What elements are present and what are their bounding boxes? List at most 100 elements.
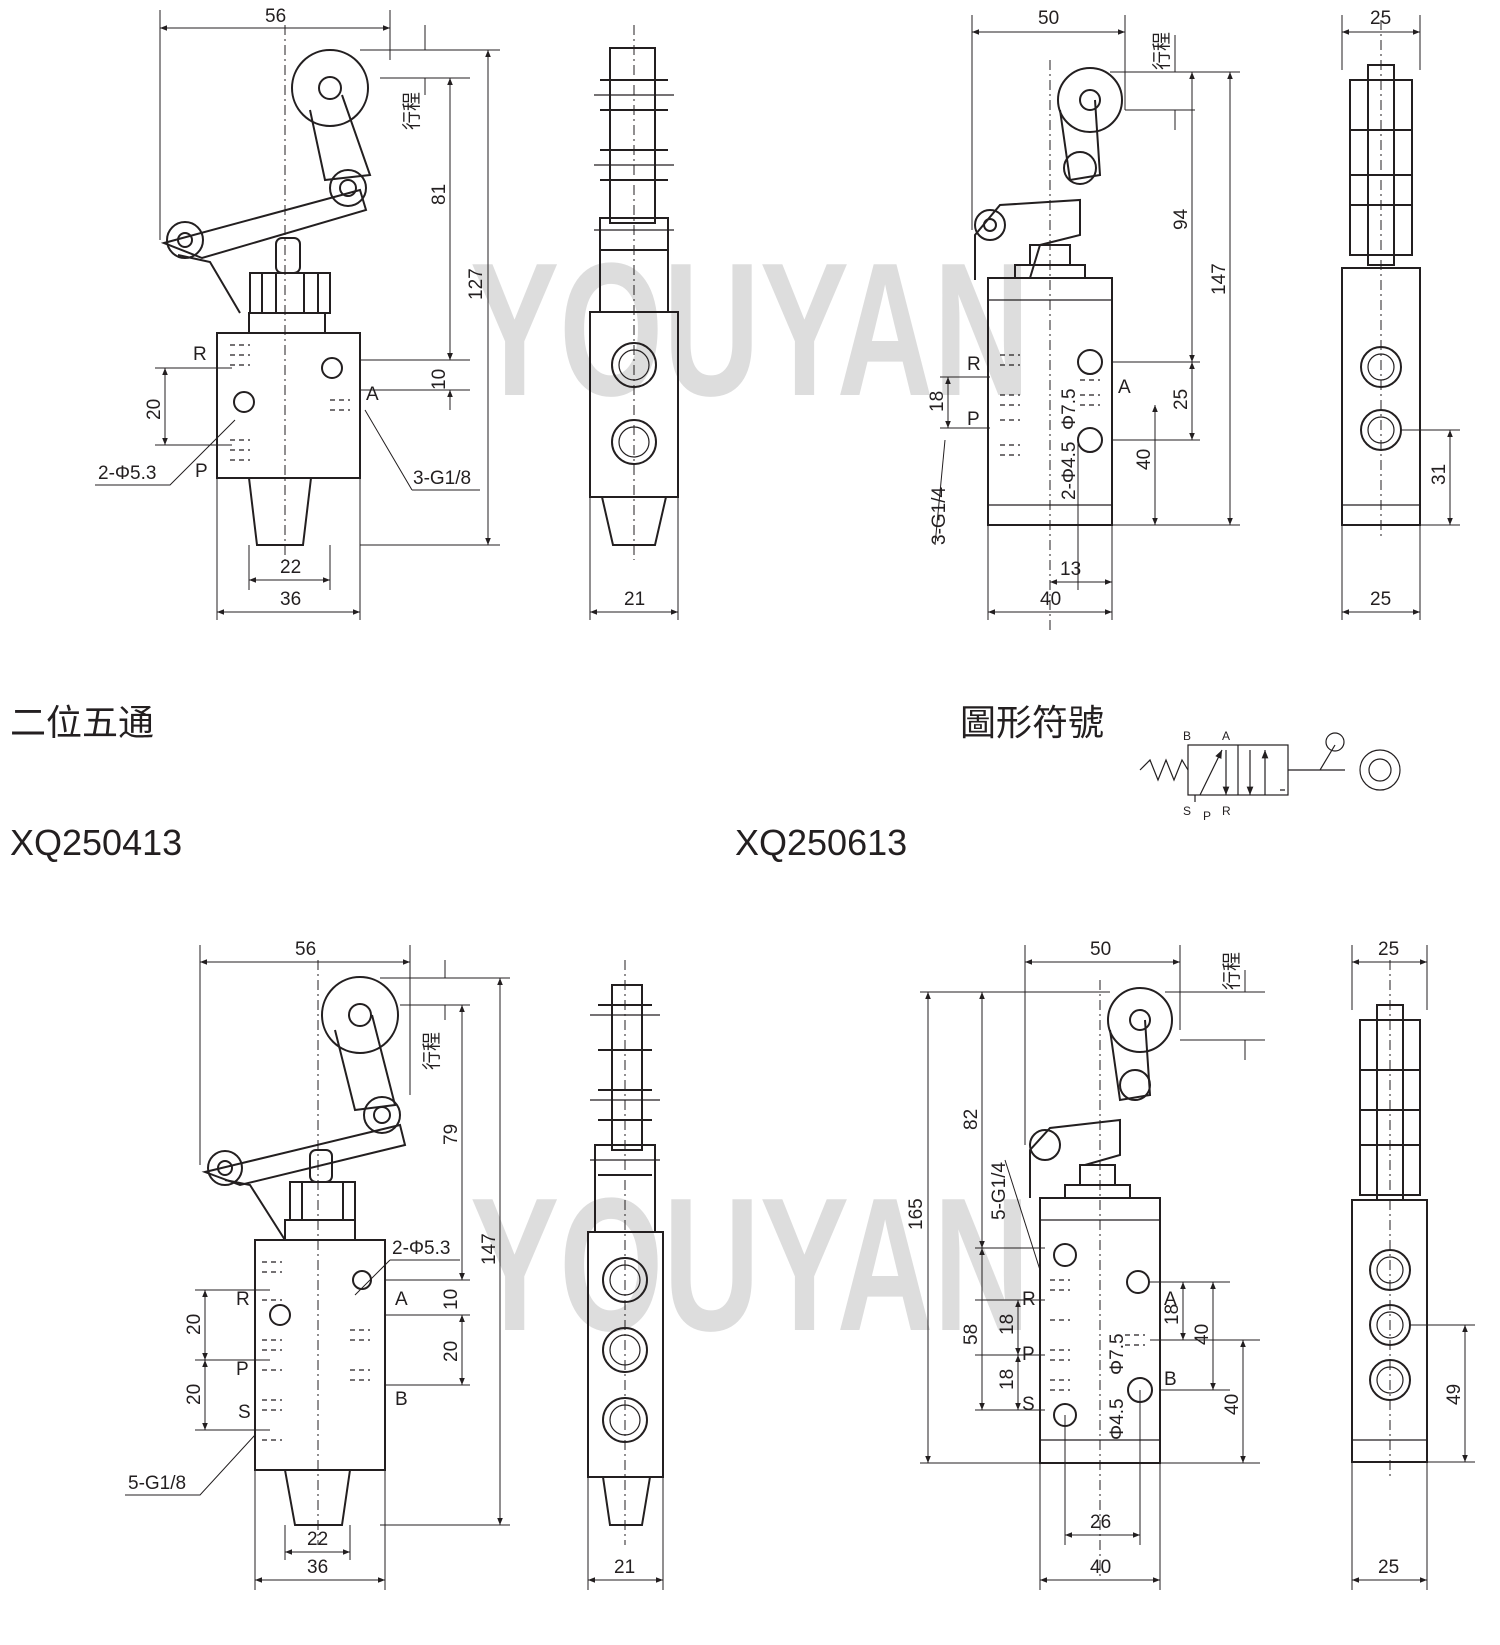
- valve-body: [216, 332, 361, 479]
- mount-hole: [233, 391, 255, 413]
- label-stroke: 行程: [401, 92, 423, 130]
- model-right: XQ250613: [735, 822, 907, 863]
- dim-36: 36: [307, 1557, 328, 1578]
- dim-79: 79: [441, 1124, 462, 1145]
- mount-hole-top: [1053, 1243, 1077, 1267]
- roller: [1107, 987, 1173, 1053]
- port-a-hole: [1077, 349, 1103, 375]
- dim-147: 147: [479, 1233, 500, 1265]
- label-holes: 2-Φ4.5: [1059, 442, 1080, 500]
- port-s: S: [238, 1402, 251, 1423]
- port-r: R: [236, 1289, 250, 1310]
- dim-94: 94: [1171, 208, 1192, 230]
- dim-127: 127: [466, 268, 487, 300]
- dim-82: 82: [961, 1109, 982, 1130]
- label-phi75: Φ7.5: [1059, 388, 1080, 430]
- port-a: A: [1118, 377, 1131, 398]
- roller: [1057, 67, 1123, 133]
- dim-40-width: 40: [1090, 1557, 1111, 1578]
- view-top-left-side: 21: [589, 25, 679, 620]
- view-bottom-left-front: 56 行程 79 147 10 20 2-Φ5.3 20 20 R A P B …: [125, 939, 510, 1590]
- dim-36: 36: [280, 589, 301, 610]
- port-r: R: [1022, 1289, 1036, 1310]
- symbol-port-a: A: [1222, 729, 1230, 743]
- port-b: B: [1164, 1369, 1177, 1390]
- dim-18-c: 18: [1162, 1304, 1183, 1325]
- dim-25-bottom: 25: [1370, 589, 1391, 610]
- side-stem: [600, 496, 668, 546]
- dim-10: 10: [429, 369, 450, 390]
- port-p: P: [195, 461, 208, 482]
- dim-width-50: 50: [1090, 939, 1111, 960]
- spring-icon: [1139, 758, 1189, 782]
- dim-25-top: 25: [1370, 8, 1391, 29]
- label-stroke: 行程: [1151, 32, 1173, 70]
- dim-21: 21: [624, 589, 645, 610]
- dim-40-width: 40: [1040, 589, 1061, 610]
- label-stroke: 行程: [421, 1032, 443, 1070]
- port-a-hole: [321, 357, 343, 379]
- dim-width-50: 50: [1038, 8, 1059, 29]
- symbol-port-r: R: [1222, 804, 1231, 818]
- symbol-port-b: B: [1183, 729, 1191, 743]
- watermark-bottom: YOUYAN: [470, 1159, 1030, 1371]
- port-r: R: [967, 354, 981, 375]
- bottom-stem: [283, 1469, 352, 1526]
- label-phi45: Φ4.5: [1107, 1398, 1128, 1440]
- mount-hole: [352, 1270, 372, 1290]
- roller-icon: [1288, 744, 1345, 771]
- port-b: B: [395, 1389, 408, 1410]
- dim-width-56: 56: [295, 939, 316, 960]
- view-bottom-right-side: 25 49 25: [1351, 939, 1475, 1590]
- dim-22: 22: [280, 557, 301, 578]
- dim-22: 22: [307, 1529, 328, 1550]
- port-r-hole: [269, 1304, 291, 1326]
- symbol-port-s: S: [1183, 804, 1191, 818]
- label-stroke: 行程: [1221, 952, 1243, 990]
- view-bottom-right-front: 50 行程 165 82 58 18 18 5-G1/4 R P S A B Φ…: [906, 939, 1265, 1590]
- label-thread: 3-G1/4: [929, 486, 950, 545]
- port-a: A: [1164, 1289, 1177, 1310]
- dim-40: 40: [1134, 449, 1155, 470]
- dim-165: 165: [906, 1198, 927, 1230]
- dim-49: 49: [1444, 1384, 1465, 1405]
- view-top-right-side: 25 31 25: [1341, 8, 1460, 620]
- dim-width-56: 56: [265, 6, 286, 27]
- port-p: P: [236, 1359, 249, 1380]
- side-lever: [609, 47, 656, 224]
- dim-20-right: 20: [441, 1341, 462, 1362]
- roller-arm: [334, 1014, 397, 1112]
- roller-arm: [1059, 99, 1102, 182]
- lever-pivot: [166, 221, 204, 259]
- dim-20-b: 20: [184, 1384, 205, 1405]
- dim-26: 26: [1090, 1512, 1111, 1533]
- dim-20-a: 20: [184, 1314, 205, 1335]
- side-lever: [611, 984, 643, 1151]
- section-title: 二位五通: [10, 702, 154, 743]
- lever-bracket: [1029, 1118, 1121, 1198]
- label-holes: 2-Φ5.3: [98, 463, 156, 484]
- dim-20: 20: [144, 399, 165, 420]
- view-bottom-left-side: 21: [587, 960, 664, 1590]
- label-thread: 5-G1/4: [989, 1161, 1010, 1220]
- dim-25: 25: [1171, 389, 1192, 410]
- valve-body: [254, 1239, 386, 1471]
- roller: [291, 49, 369, 127]
- port-a-hole: [1126, 1270, 1150, 1294]
- port-p: P: [1022, 1344, 1035, 1365]
- hex-nut: [249, 272, 331, 314]
- dim-21: 21: [614, 1557, 635, 1578]
- dim-58: 58: [961, 1324, 982, 1345]
- pivot: [1063, 151, 1097, 185]
- port-s: S: [1022, 1394, 1035, 1415]
- view-top-left-front: 56 81 127 10 行程 20 R A P 2-Φ5.3 3-G1/8 2…: [95, 6, 500, 620]
- dim-25-bottom: 25: [1378, 1557, 1399, 1578]
- mount-hole: [1077, 427, 1103, 453]
- model-left: XQ250413: [10, 822, 182, 863]
- port-r: R: [193, 344, 207, 365]
- port-a: A: [366, 384, 379, 405]
- plunger: [275, 237, 301, 274]
- lever-arm: [160, 188, 368, 260]
- dim-31: 31: [1429, 464, 1450, 485]
